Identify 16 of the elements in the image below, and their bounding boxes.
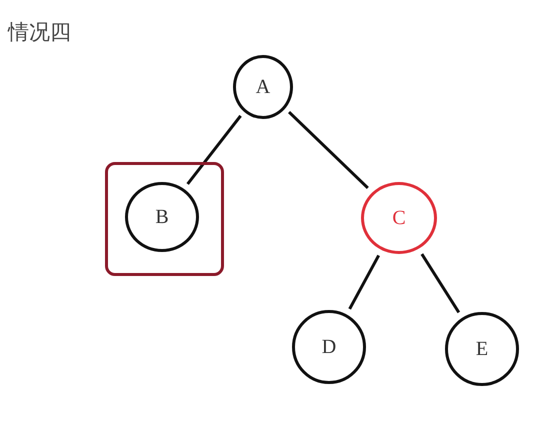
node-label: E	[476, 338, 488, 360]
tree-node-circle	[292, 310, 366, 384]
tree-node-circle	[125, 182, 199, 252]
tree-node-circle	[361, 182, 437, 254]
title: 情况四	[8, 19, 71, 46]
highlight-frame	[104, 162, 224, 276]
node-label: C	[392, 206, 406, 230]
tree-node-circle	[445, 312, 519, 386]
tree-edge	[420, 253, 460, 314]
tree-edge	[348, 254, 380, 310]
tree-edge	[186, 114, 242, 185]
node-label: B	[155, 206, 169, 228]
tree-edge	[288, 111, 369, 190]
node-label: A	[256, 76, 270, 98]
tree-node-circle	[233, 55, 293, 119]
node-label: D	[322, 336, 336, 358]
